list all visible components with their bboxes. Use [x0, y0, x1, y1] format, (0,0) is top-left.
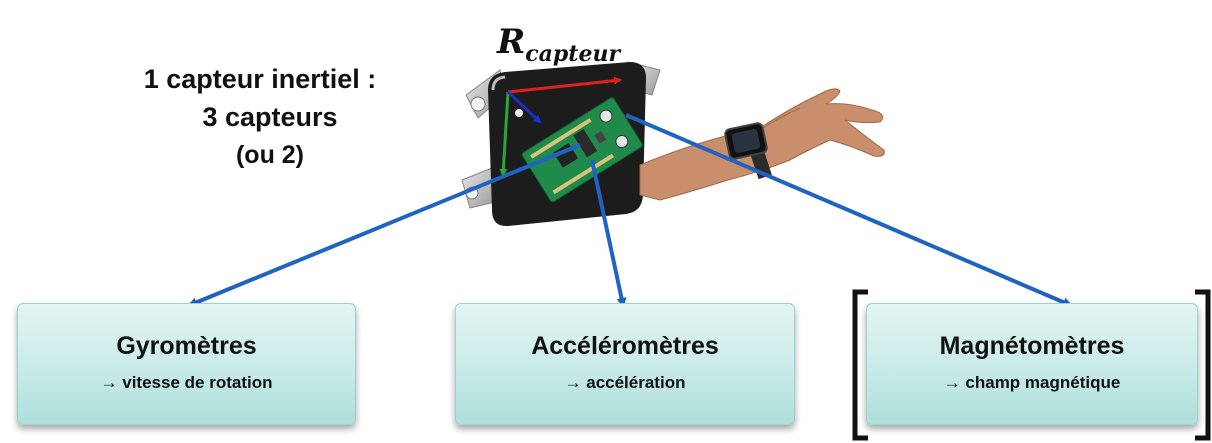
z-axis-arrow	[506, 90, 542, 124]
intro-line-3: (ou 2)	[235, 141, 305, 169]
frame-label: Rcapteur	[497, 22, 620, 67]
sensor-image	[461, 61, 661, 227]
right-bracket	[1195, 289, 1211, 441]
frame-label-main: R	[497, 22, 526, 62]
gyrometres-title: Gyromètres	[116, 332, 257, 360]
gyrometres-box: Gyromètres → vitesse de rotation	[17, 303, 356, 425]
pcb-board	[521, 97, 643, 203]
gyrometres-subtitle: → vitesse de rotation	[100, 373, 273, 392]
intro-line-2: 3 capteurs	[202, 102, 338, 132]
accelerometres-box: Accéléromètres → accélération	[455, 303, 795, 425]
magnetometres-box: Magnétomètres → champ magnétique	[866, 303, 1198, 425]
magnetometres-title: Magnétomètres	[939, 332, 1125, 360]
arm-image	[639, 88, 885, 201]
arrow-to-magnetometres	[625, 113, 1073, 307]
accelerometres-subtitle: → accélération	[564, 373, 686, 392]
magnetometres-subtitle: → champ magnétique	[943, 373, 1121, 392]
x-axis-arrow	[507, 76, 622, 94]
accelerometres-title: Accéléromètres	[531, 332, 719, 360]
left-bracket	[852, 289, 868, 441]
y-axis-arrow	[499, 91, 510, 177]
intro-line-1: 1 capteur inertiel :	[143, 64, 377, 94]
arrow-to-accelerometres	[590, 159, 627, 308]
arrow-to-gyrometres	[187, 143, 581, 307]
intro-text: 1 capteur inertiel : 3 capteurs (ou 2)	[110, 60, 410, 174]
frame-label-subscript: capteur	[525, 41, 621, 67]
